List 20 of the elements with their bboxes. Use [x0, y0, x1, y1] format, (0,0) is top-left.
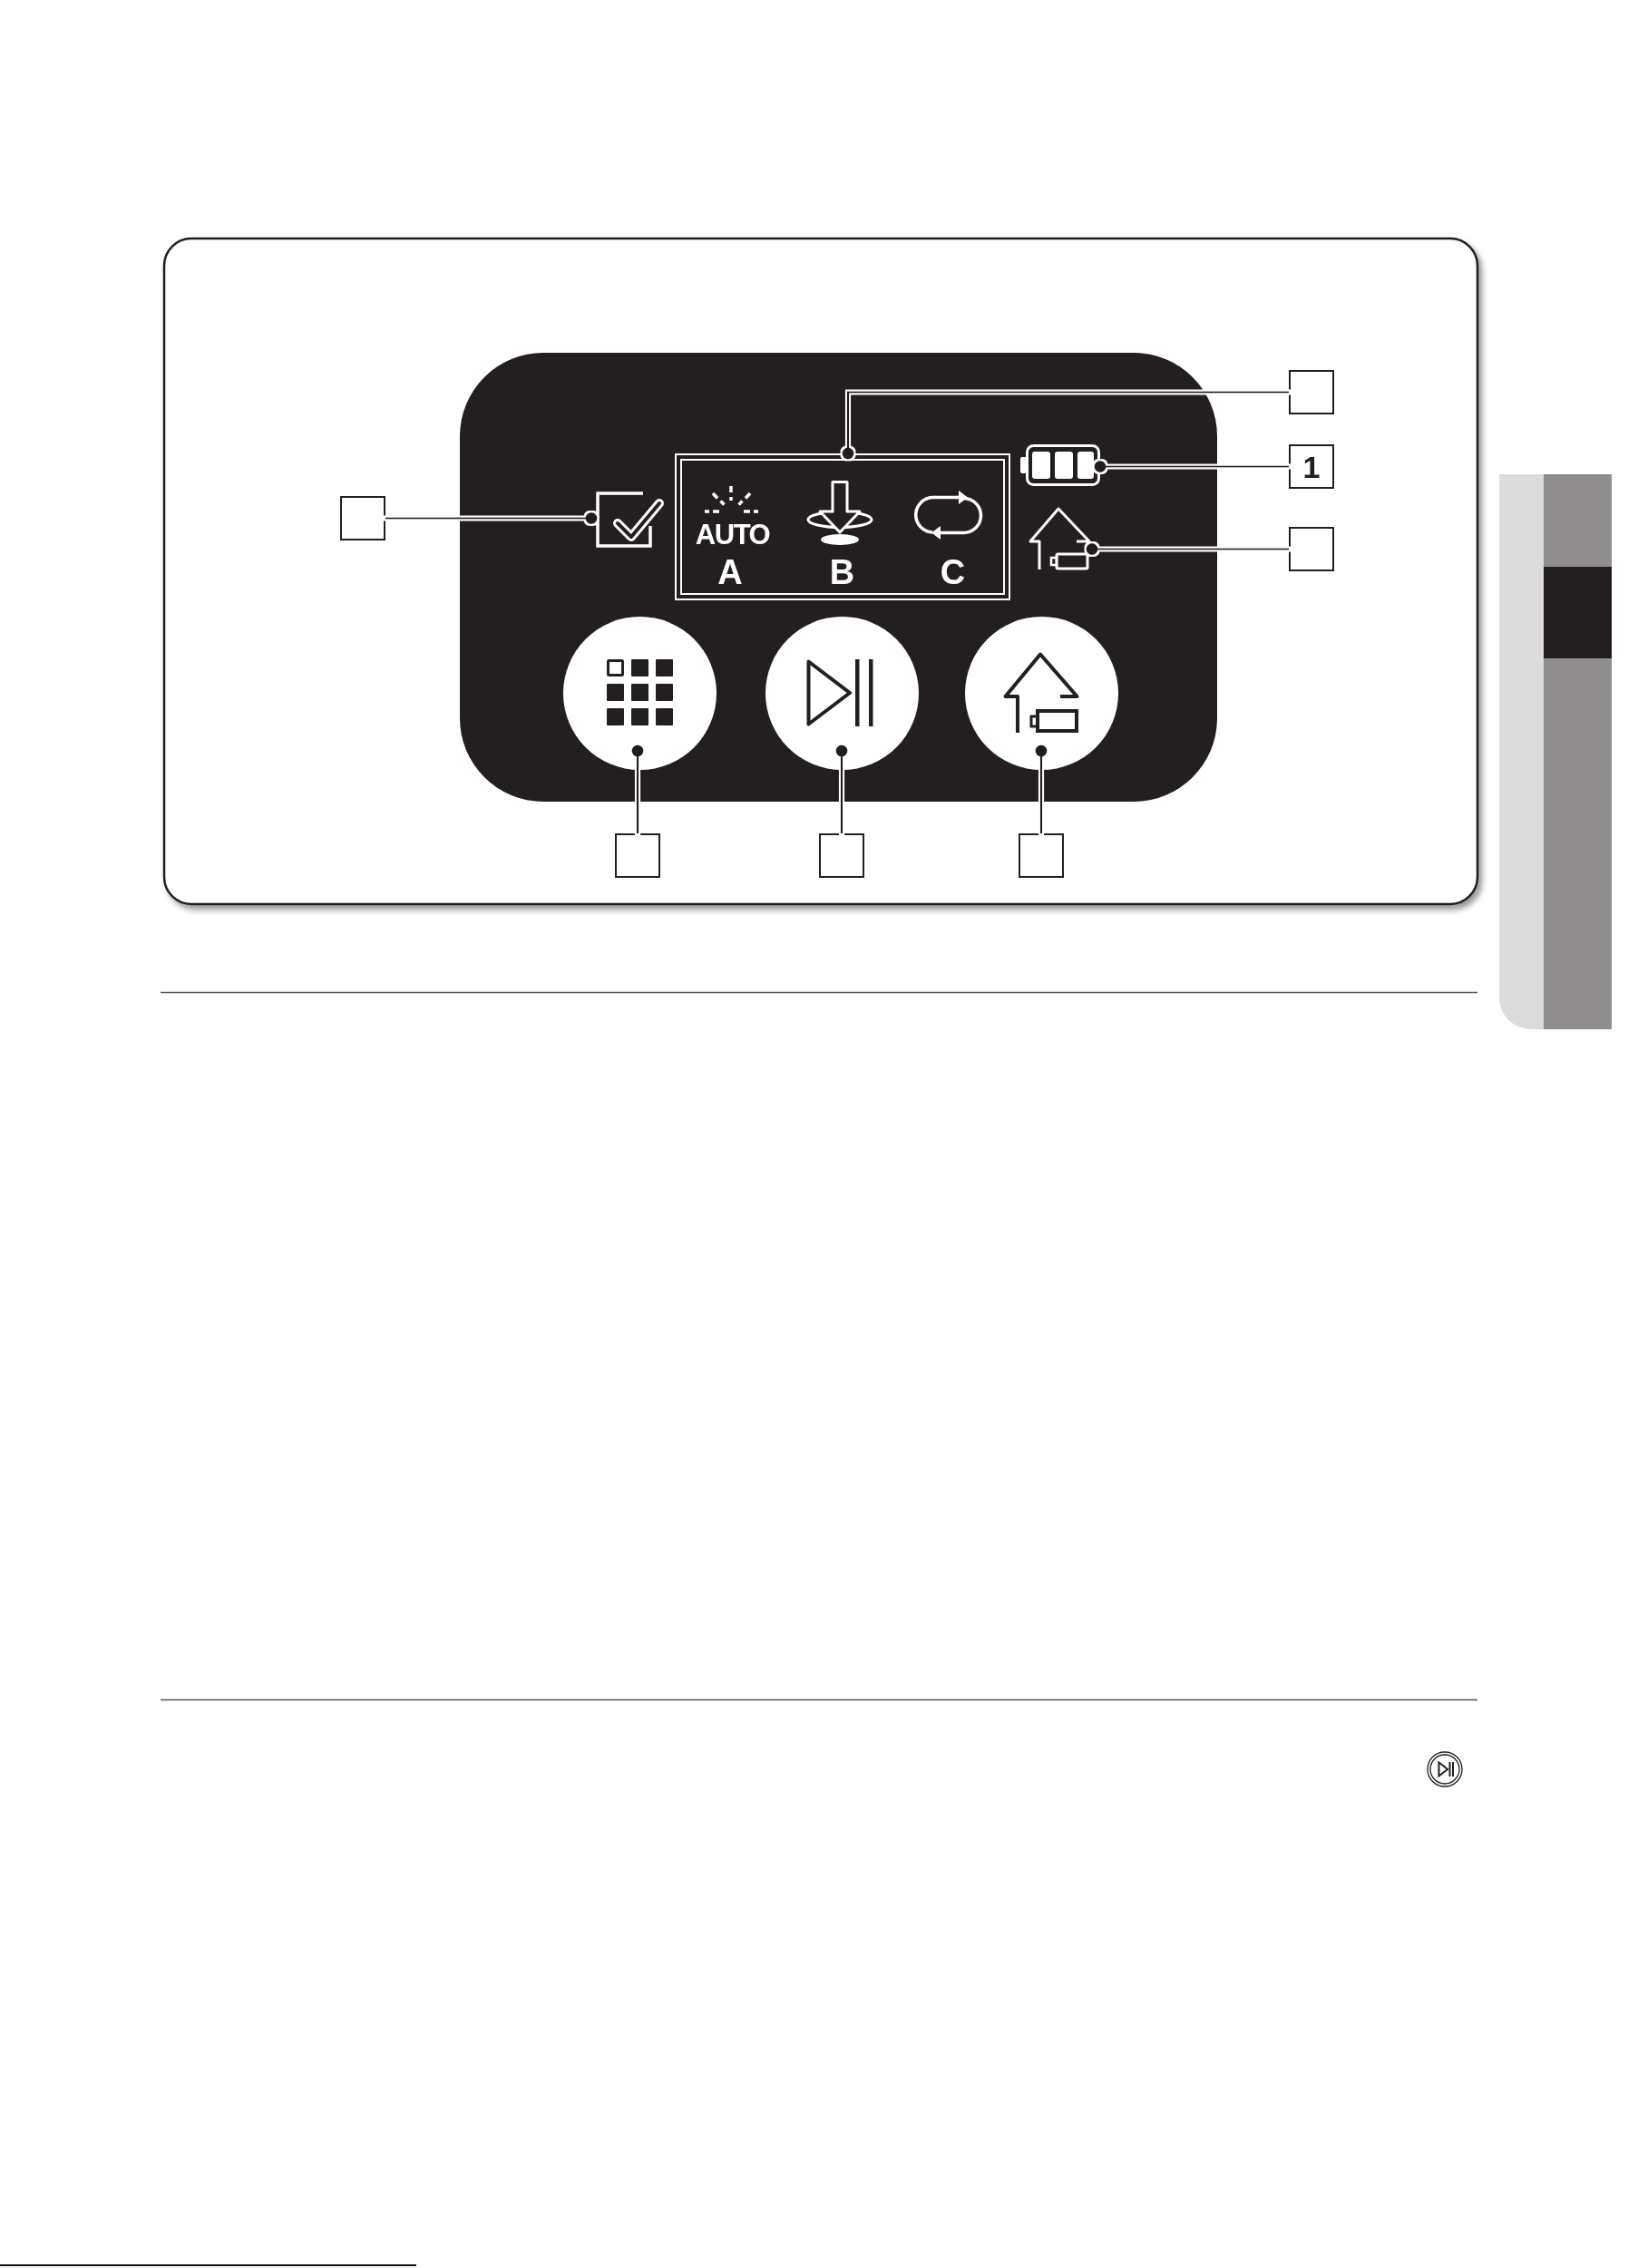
mode-letter: C — [940, 554, 966, 589]
mode-letter: A — [717, 554, 743, 589]
callout-box — [615, 833, 660, 878]
leader-line — [631, 745, 644, 833]
mode-letter: B — [829, 554, 855, 589]
callout-box — [1019, 833, 1064, 878]
leader-line — [1035, 745, 1048, 833]
callout-box — [1289, 527, 1334, 571]
callout-box — [1289, 370, 1334, 414]
callout-box — [819, 833, 864, 878]
callout-box — [340, 496, 385, 540]
leader-line — [842, 391, 1289, 460]
leader-line — [385, 512, 598, 524]
callout-number: 1 — [1302, 451, 1321, 482]
battery-icon — [1019, 444, 1100, 486]
leader-line — [835, 745, 848, 833]
mode-indicator-frame — [675, 453, 1010, 600]
callout-box — [1289, 444, 1334, 489]
mode-label: AUTO — [695, 520, 770, 549]
home-battery-icon — [1029, 507, 1092, 570]
